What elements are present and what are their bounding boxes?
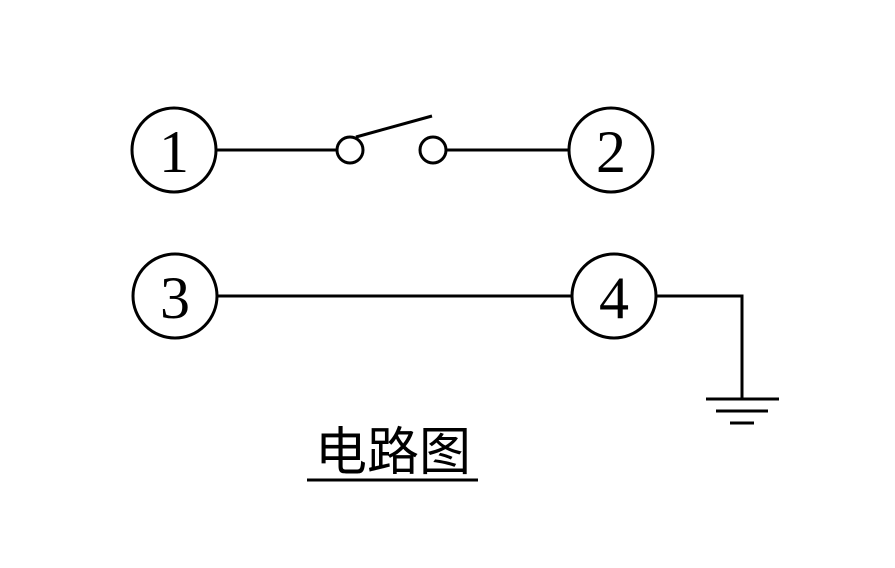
switch-blade xyxy=(355,114,433,139)
terminal-3: 3 xyxy=(131,252,219,340)
terminal-1-circle xyxy=(130,106,218,194)
switch-circuit: 1 2 xyxy=(130,106,655,194)
terminal-2: 2 xyxy=(567,106,655,194)
terminal-4-circle xyxy=(570,252,658,340)
switch-contact-right xyxy=(418,135,448,165)
open-switch-icon xyxy=(335,114,448,165)
terminal-2-label: 2 xyxy=(596,119,626,185)
wire-4-to-ground xyxy=(657,294,744,398)
diagram-caption: 电路图 xyxy=(307,423,478,483)
terminal-3-label: 3 xyxy=(160,265,190,331)
switch-contact-left xyxy=(335,135,365,165)
ground-circuit: 3 4 xyxy=(131,252,779,425)
terminal-1-label: 1 xyxy=(159,119,189,185)
terminal-1: 1 xyxy=(130,106,218,194)
ground-icon xyxy=(706,397,779,425)
terminal-4-label: 4 xyxy=(599,265,629,331)
caption-text: 电路图 xyxy=(315,423,471,483)
terminal-4: 4 xyxy=(570,252,658,340)
terminal-2-circle xyxy=(567,106,655,194)
terminal-3-circle xyxy=(131,252,219,340)
